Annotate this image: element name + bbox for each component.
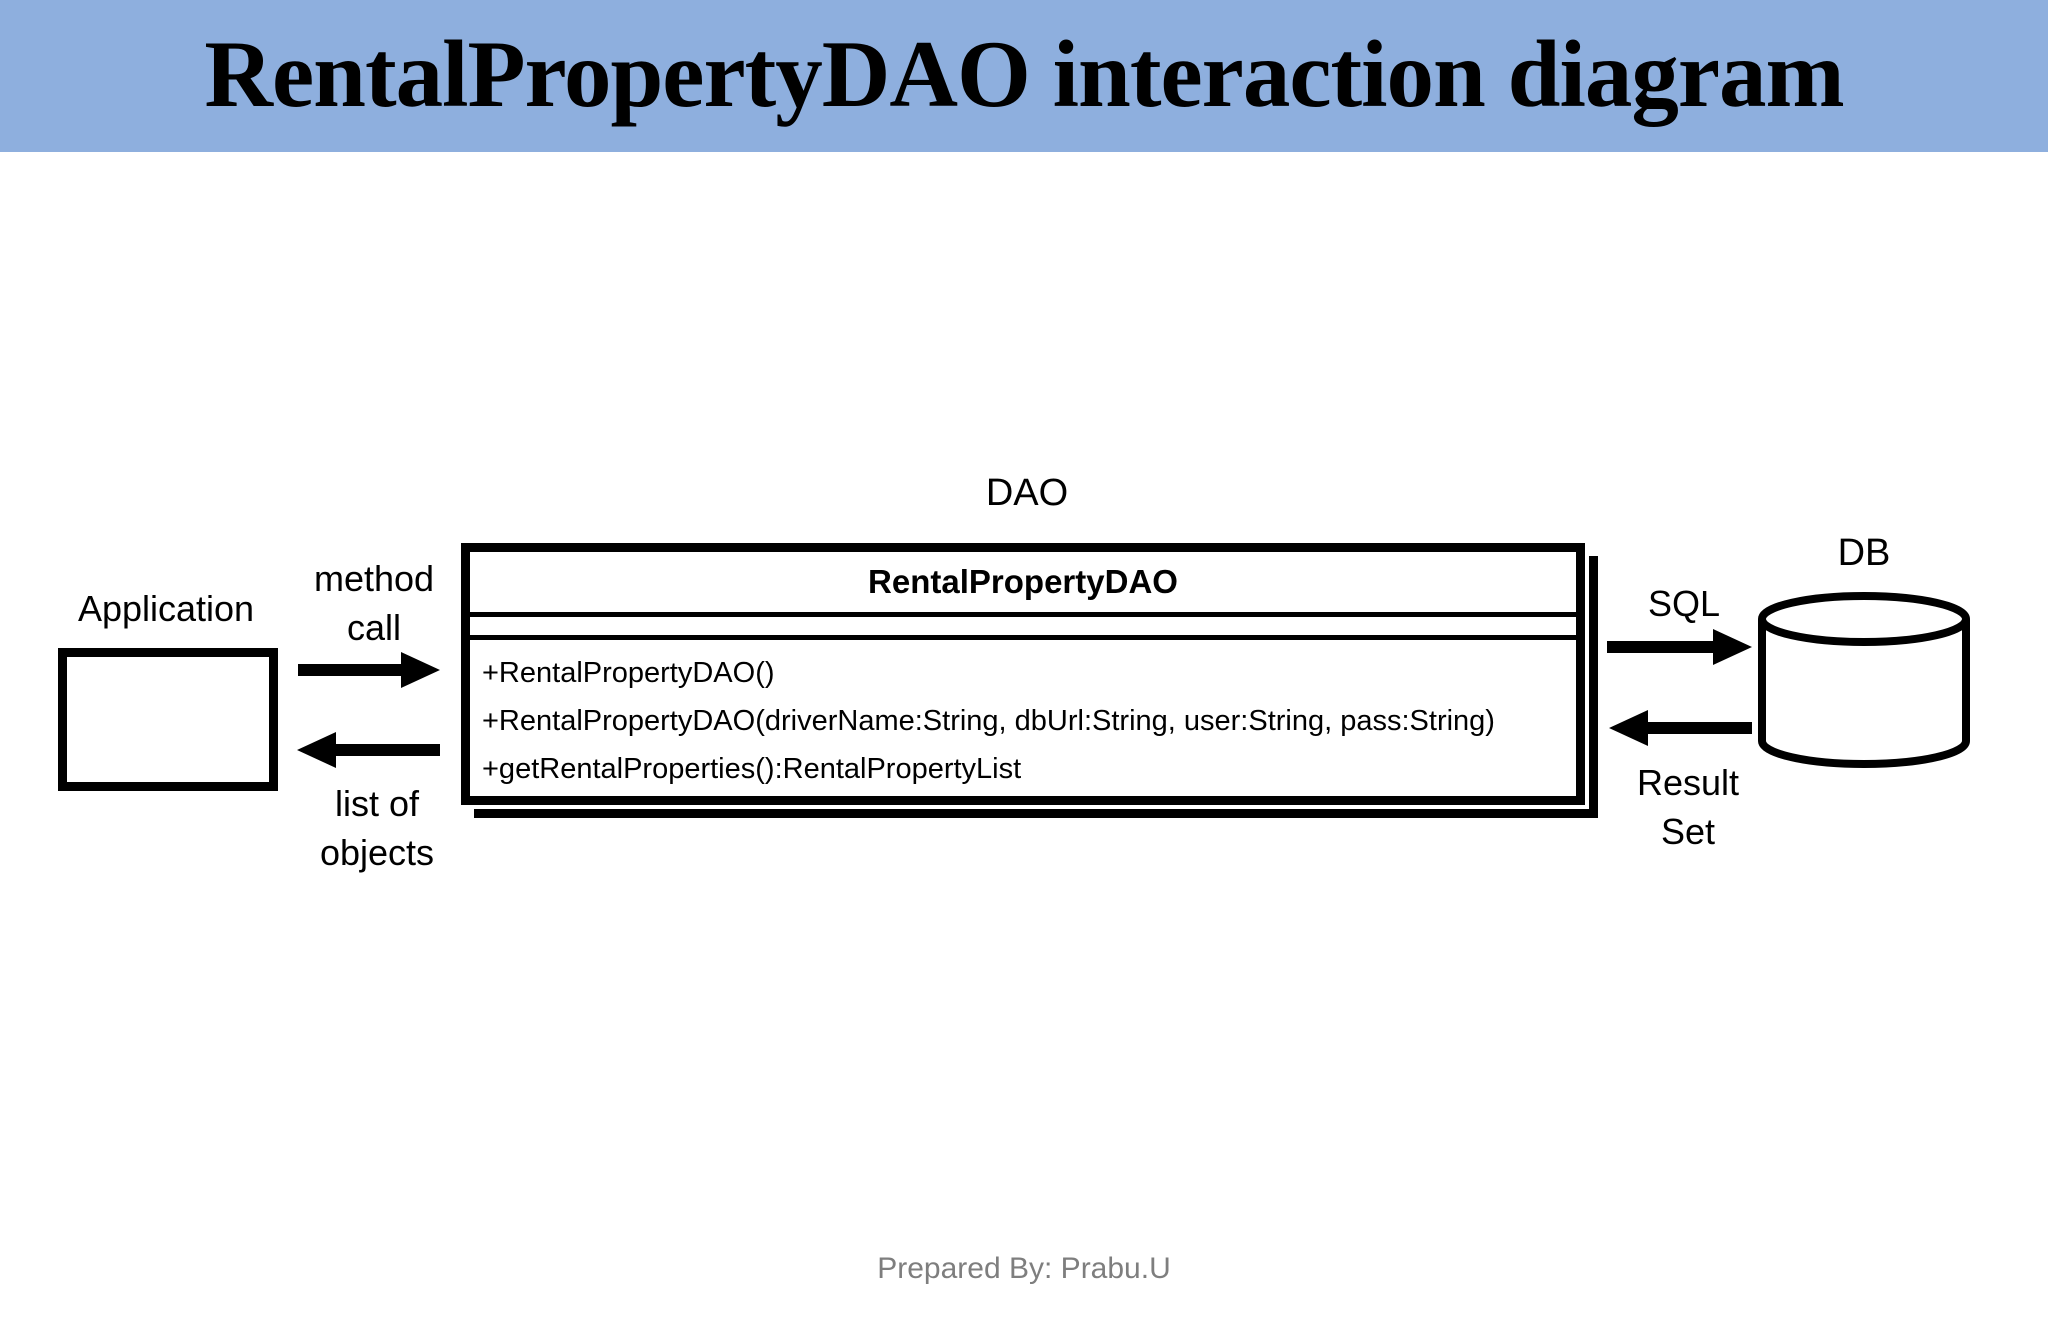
sql-label: SQL [1614, 579, 1754, 628]
slide-title: RentalPropertyDAO interaction diagram [204, 21, 1844, 127]
application-box [58, 648, 278, 791]
method-call-label-line2: call [346, 607, 402, 648]
method-line: +RentalPropertyDAO(driverName:String, db… [482, 705, 1495, 737]
result-set-arrow [1609, 710, 1752, 746]
list-of-objects-arrow [297, 732, 440, 768]
class-name: RentalPropertyDAO [868, 563, 1178, 600]
result-set-label: Result Set [1606, 758, 1770, 856]
result-set-label-line2: Set [1660, 811, 1716, 852]
method-line: +getRentalProperties():RentalPropertyLis… [482, 753, 1022, 785]
class-separator-bottom [470, 635, 1576, 640]
method-line: +RentalPropertyDAO() [482, 657, 775, 689]
dao-label: DAO [985, 472, 1069, 514]
db-label: DB [1837, 532, 1891, 574]
slide-header: RentalPropertyDAO interaction diagram [0, 0, 2048, 152]
sql-label-line1: SQL [1647, 583, 1721, 624]
class-separator-top [470, 612, 1576, 617]
application-label: Application [77, 588, 255, 629]
list-of-objects-label-line1: list of [334, 783, 420, 824]
method-call-arrow [298, 652, 440, 688]
list-of-objects-label: list of objects [290, 779, 464, 877]
method-call-label-line1: method [313, 558, 435, 599]
method-call-label: method call [292, 554, 456, 652]
db-cylinder-icon [1758, 592, 1970, 768]
sql-arrow [1607, 629, 1752, 665]
prepared-by-credit: Prepared By: Prabu.U [877, 1252, 1171, 1285]
result-set-label-line1: Result [1636, 762, 1740, 803]
list-of-objects-label-line2: objects [319, 832, 435, 873]
uml-class-box: RentalPropertyDAO +RentalPropertyDAO() +… [457, 539, 1589, 809]
class-methods-compartment: +RentalPropertyDAO() +RentalPropertyDAO(… [470, 640, 1576, 793]
class-attributes-compartment [470, 617, 1576, 635]
